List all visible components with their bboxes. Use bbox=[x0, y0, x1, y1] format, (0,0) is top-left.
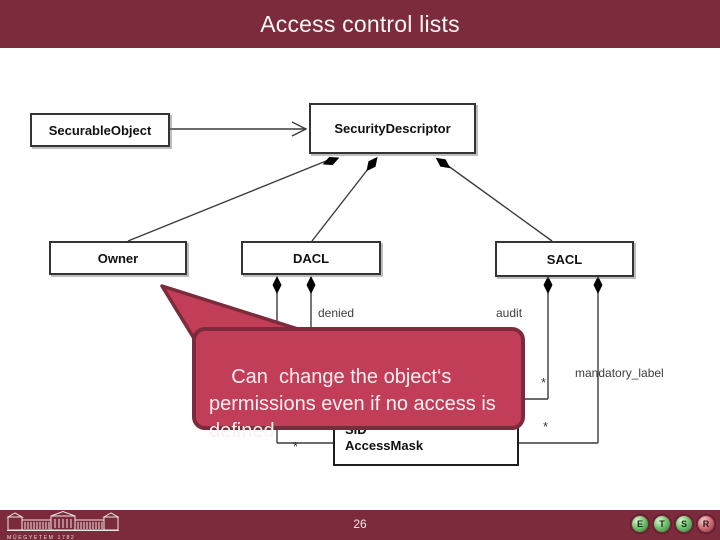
badge-icon: S bbox=[674, 514, 694, 534]
composition-diamond-icons bbox=[272, 156, 603, 294]
class-label: DACL bbox=[292, 250, 330, 266]
slide-title-bar: Access control lists bbox=[0, 0, 720, 48]
badge-icon: T bbox=[652, 514, 672, 534]
edge-label-mandatory-label: mandatory_label bbox=[575, 366, 664, 380]
university-logo: MŰEGYETEM 1782 bbox=[6, 510, 120, 540]
ace-attribute-accessmask: AccessMask bbox=[345, 438, 424, 453]
badge-icon: R bbox=[696, 514, 716, 534]
multiplicity-star: * bbox=[543, 419, 549, 434]
multiplicity-star: * bbox=[293, 439, 299, 454]
class-box-securable-object: SecurableObject bbox=[30, 113, 170, 147]
class-label: Owner bbox=[97, 250, 139, 266]
logo-caption: MŰEGYETEM 1782 bbox=[7, 535, 76, 540]
class-label: SecurityDescriptor bbox=[334, 121, 451, 136]
class-label: SecurableObject bbox=[48, 122, 152, 138]
multiplicity-star: * bbox=[541, 375, 547, 390]
class-label: SACL bbox=[546, 251, 583, 267]
class-box-dacl: DACL bbox=[241, 241, 381, 275]
page-title: Access control lists bbox=[260, 10, 460, 37]
callout-bubble: Can change the object‘s permissions even… bbox=[192, 327, 525, 442]
callout-text: Can change the object‘s permissions even… bbox=[209, 366, 502, 442]
page-number: 26 bbox=[353, 517, 367, 531]
class-box-owner: Owner bbox=[49, 241, 187, 275]
open-arrowhead-icon bbox=[291, 121, 308, 137]
class-box-sacl: SACL bbox=[495, 241, 634, 277]
edge-label-audit: audit bbox=[496, 306, 523, 320]
footer-badges: E T S R bbox=[630, 514, 716, 534]
university-building-icon bbox=[6, 510, 120, 531]
slide-footer-bar: MŰEGYETEM 1782 26 E T S R bbox=[0, 510, 720, 540]
edge-label-denied: denied bbox=[318, 306, 355, 320]
badge-icon: E bbox=[630, 514, 650, 534]
class-box-security-descriptor: SecurityDescriptor bbox=[309, 103, 476, 154]
